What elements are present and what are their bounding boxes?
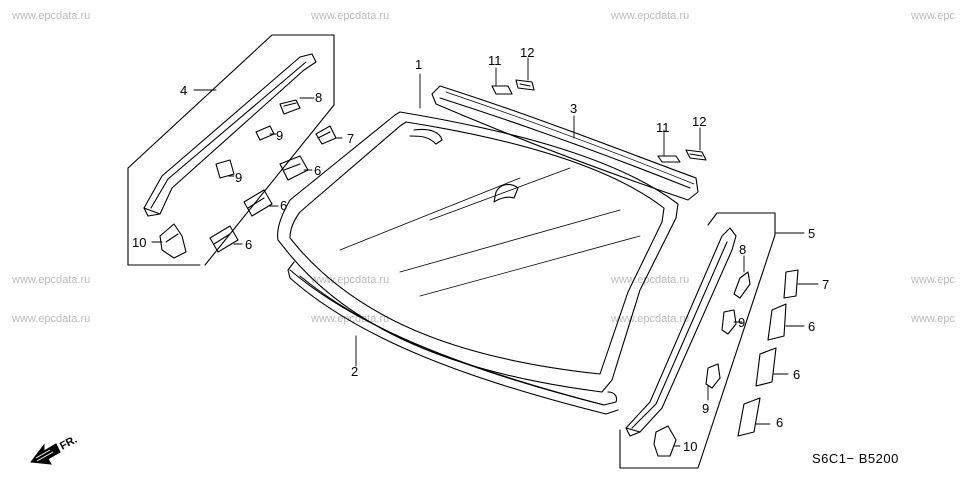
callout-part-10[interactable]: 10 (132, 235, 147, 250)
fastener-clips (159, 79, 799, 457)
leader-lines (151, 57, 819, 447)
watermark: www.epcdata.ru (12, 10, 91, 22)
callout-part-6[interactable]: 6 (776, 415, 784, 430)
callout-part-6[interactable]: 6 (793, 367, 801, 382)
watermark: www.epcdata.ru (12, 313, 91, 325)
watermark: www.epcdata.ru (611, 10, 690, 22)
callout-part-11[interactable]: 11 (488, 53, 502, 68)
callout-part-9[interactable]: 9 (276, 128, 284, 143)
upper-windshield-molding (431, 85, 699, 201)
callout-part-11[interactable]: 11 (656, 120, 670, 135)
left-group-bracket (127, 167, 201, 266)
callout-part-10[interactable]: 10 (683, 439, 698, 454)
watermark: www.epc (911, 274, 956, 286)
right-side-molding (625, 227, 737, 437)
left-side-molding (143, 53, 317, 217)
callout-part-5[interactable]: 5 (808, 226, 816, 241)
callout-part-9[interactable]: 9 (738, 315, 746, 330)
callout-part-8[interactable]: 8 (739, 242, 747, 257)
diagram-code: S6C1− B5200 (812, 451, 899, 466)
callout-part-6[interactable]: 6 (245, 237, 253, 252)
watermark: www.epc (911, 313, 956, 325)
callout-part-7[interactable]: 7 (347, 131, 355, 146)
watermark: www.epcdata.ru (12, 274, 91, 286)
windshield-glass (277, 111, 679, 393)
callout-part-9[interactable]: 9 (702, 401, 710, 416)
callout-part-9[interactable]: 9 (235, 170, 243, 185)
watermark: www.epcdata.ru (311, 274, 390, 286)
windshield-dam-rubber (287, 261, 619, 415)
callout-part-7[interactable]: 7 (822, 277, 830, 292)
watermark: www.epc (911, 10, 956, 22)
callout-part-4[interactable]: 4 (180, 83, 188, 98)
left-group-bracket-right (204, 79, 335, 266)
right-group-bracket (619, 212, 776, 469)
callout-part-12[interactable]: 12 (692, 114, 707, 129)
callout-part-3[interactable]: 3 (570, 101, 578, 116)
callout-part-8[interactable]: 8 (315, 90, 323, 105)
watermark: www.epcdata.ru (311, 10, 390, 22)
watermark: www.epcdata.ru (611, 274, 690, 286)
callout-part-1[interactable]: 1 (415, 57, 423, 72)
callout-part-6[interactable]: 6 (314, 163, 322, 178)
right-group-bracket-top (707, 212, 718, 226)
callout-part-12[interactable]: 12 (520, 45, 535, 60)
forward-direction-arrow (30, 443, 61, 465)
callout-part-2[interactable]: 2 (351, 364, 359, 379)
callout-part-6[interactable]: 6 (280, 198, 288, 213)
left-group-bracket-top (127, 34, 335, 169)
callout-part-6[interactable]: 6 (808, 319, 816, 334)
